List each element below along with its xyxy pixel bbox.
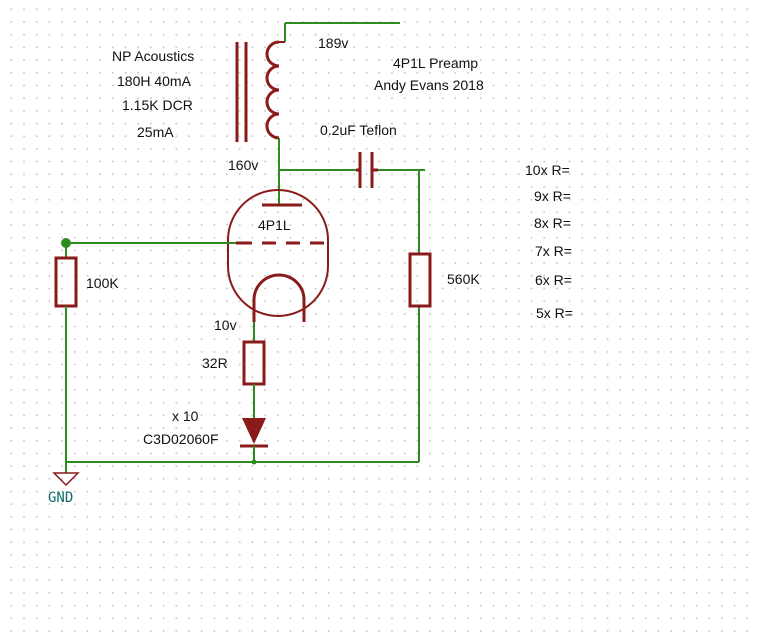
ratio-item: 5x R=	[536, 305, 573, 321]
choke-current-label: 25mA	[137, 124, 174, 140]
ratio-item: 6x R=	[535, 272, 572, 288]
diode-part-label: C3D02060F	[143, 431, 219, 447]
choke-inductor	[235, 40, 285, 142]
grid-resistor-label: 100K	[86, 275, 119, 291]
grid-wire	[61, 238, 236, 258]
author-label: Andy Evans 2018	[374, 77, 484, 93]
diode	[240, 418, 268, 462]
ground-return-wire	[66, 459, 419, 465]
choke-name-label: NP Acoustics	[112, 48, 194, 64]
ground-label: GND	[48, 490, 73, 506]
ratio-item: 9x R=	[534, 188, 571, 204]
triode-tube	[227, 189, 329, 322]
plate-voltage-label: 160v	[228, 157, 258, 173]
supply-wire	[284, 22, 400, 42]
plate-wire	[278, 138, 356, 205]
ratio-item: 8x R=	[534, 215, 571, 231]
choke-spec2-label: 1.15K DCR	[122, 97, 193, 113]
output-wire	[378, 169, 425, 462]
ratio-item: 10x R=	[525, 162, 570, 178]
output-resistor-label: 560K	[447, 271, 480, 287]
choke-spec1-label: 180H 40mA	[117, 73, 192, 89]
output-resistor	[408, 252, 432, 308]
title-label: 4P1L Preamp	[393, 55, 478, 71]
ratio-item: 7x R=	[535, 243, 572, 259]
grid-resistor	[54, 256, 78, 308]
tube-label: 4P1L	[258, 217, 291, 233]
ground-symbol	[52, 472, 80, 487]
supply-voltage-label: 189v	[318, 35, 348, 51]
diode-count-label: x 10	[172, 408, 199, 424]
coupling-capacitor	[356, 152, 378, 188]
coupling-cap-label: 0.2uF Teflon	[320, 122, 397, 138]
filament-resistor	[242, 322, 266, 418]
filament-voltage-label: 10v	[214, 317, 237, 333]
filament-resistor-label: 32R	[202, 355, 228, 371]
